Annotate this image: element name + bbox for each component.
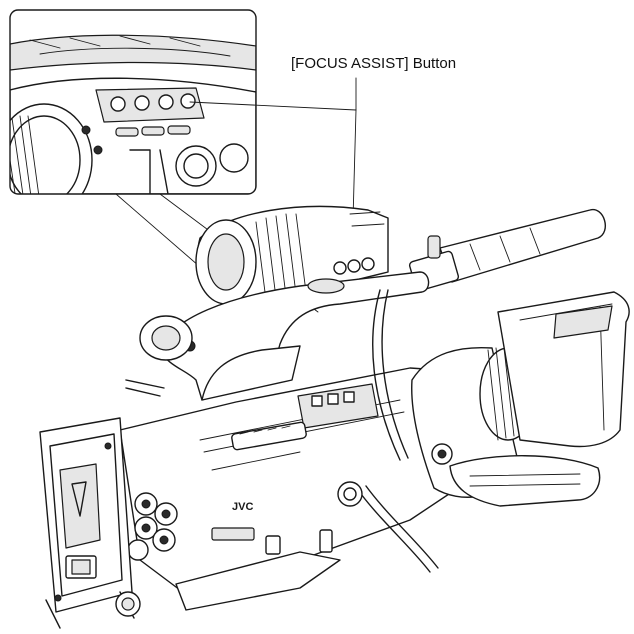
focus-assist-callout-label: [FOCUS ASSIST] Button xyxy=(291,55,456,72)
carrying-handle xyxy=(159,257,430,401)
battery-plate xyxy=(39,417,135,629)
shotgun-microphone xyxy=(408,209,607,292)
eyecup xyxy=(125,315,193,397)
brand-mark: JVC xyxy=(232,501,253,513)
inset-button-2 xyxy=(134,95,150,111)
focus-assist-button xyxy=(347,259,361,273)
inset-button-1 xyxy=(110,96,126,112)
handle-button-3 xyxy=(361,257,375,271)
rear-connector xyxy=(115,591,141,617)
handle-button-1 xyxy=(333,261,347,275)
inset-focus-assist-button xyxy=(180,93,196,109)
detail-inset xyxy=(9,9,257,195)
camcorder-body-drawing: JVC xyxy=(39,205,630,629)
inset-close-up-drawing xyxy=(10,34,256,194)
inset-frame xyxy=(9,9,257,195)
inset-button-3 xyxy=(158,94,174,110)
lens-hood xyxy=(497,291,630,448)
mic-cable xyxy=(372,289,401,461)
